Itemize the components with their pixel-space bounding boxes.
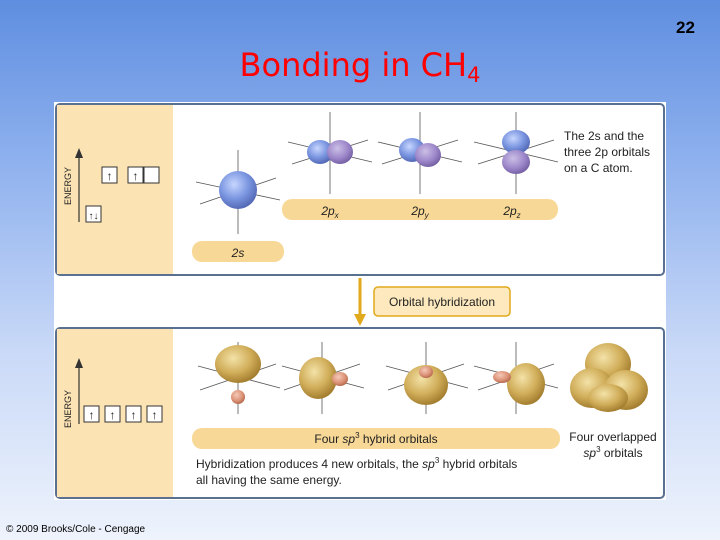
sp3-band-label: Four sp3 hybrid orbitals — [314, 431, 437, 446]
sp3-box — [146, 405, 163, 423]
note-line-1: Hybridization produces 4 new orbitals, t… — [196, 456, 517, 471]
slide-number: 22 — [676, 18, 695, 37]
electron-2p-2: ↑ — [133, 169, 139, 183]
hybridization-figure: ENERGY ↑ ↑ ↑↓ 2px 2py 2p — [54, 102, 666, 500]
top-2p-box — [143, 166, 160, 184]
top-caption-line-3: on a C atom. — [564, 161, 633, 175]
sp3-box — [83, 405, 100, 423]
electron-sp3-3: ↑ — [131, 408, 137, 422]
electron-sp3-4: ↑ — [152, 408, 158, 422]
hybridization-arrowhead — [354, 314, 366, 326]
title-subscript: 4 — [467, 63, 481, 87]
overlapped-sp3-orbitals — [570, 343, 648, 412]
hybridization-label-box — [373, 286, 511, 317]
electron-2p-1: ↑ — [107, 169, 113, 183]
orbital-2px — [287, 112, 373, 194]
sp3-orbital-3 — [385, 342, 469, 414]
sp3-box — [104, 405, 121, 423]
orbital-2pz — [473, 112, 559, 194]
figure-svg: ENERGY ↑ ↑ ↑↓ 2px 2py 2p — [55, 103, 665, 499]
top-energy-label: ENERGY — [63, 167, 73, 205]
sp3-label-band — [192, 428, 560, 449]
top-label-band — [282, 199, 558, 220]
overlap-caption-line-2: sp3 orbitals — [583, 445, 642, 460]
overlap-caption-line-1: Four overlapped — [569, 430, 656, 444]
top-caption-line-2: three 2p orbitals — [564, 145, 650, 159]
top-2p-box — [127, 166, 144, 184]
top-energy-column — [57, 105, 173, 274]
top-caption-line-1: The 2s and the — [564, 129, 644, 143]
sp3-orbital-2 — [281, 342, 365, 414]
electron-2s: ↑↓ — [89, 211, 99, 222]
electron-sp3-2: ↑ — [110, 408, 116, 422]
sp3-box — [125, 405, 142, 423]
title-text: Bonding in CH — [239, 46, 468, 84]
bottom-energy-label: ENERGY — [63, 390, 73, 428]
top-2p-box — [101, 166, 118, 184]
note-line-2: all having the same energy. — [196, 473, 342, 487]
sp3-orbital-1 — [197, 342, 281, 414]
electron-sp3-1: ↑ — [89, 408, 95, 422]
slide-title: Bonding in CH4 — [0, 46, 720, 87]
top-2s-box — [85, 205, 102, 223]
orbital-2s — [195, 150, 281, 234]
hybridization-label: Orbital hybridization — [389, 295, 495, 309]
label-2s: 2s — [231, 246, 245, 260]
label-2pz: 2pz — [502, 204, 520, 220]
orbital-2py — [377, 112, 463, 194]
copyright-credit: © 2009 Brooks/Cole - Cengage — [6, 524, 146, 535]
s-label-band — [192, 241, 284, 262]
sp3-orbital-4 — [473, 342, 559, 414]
